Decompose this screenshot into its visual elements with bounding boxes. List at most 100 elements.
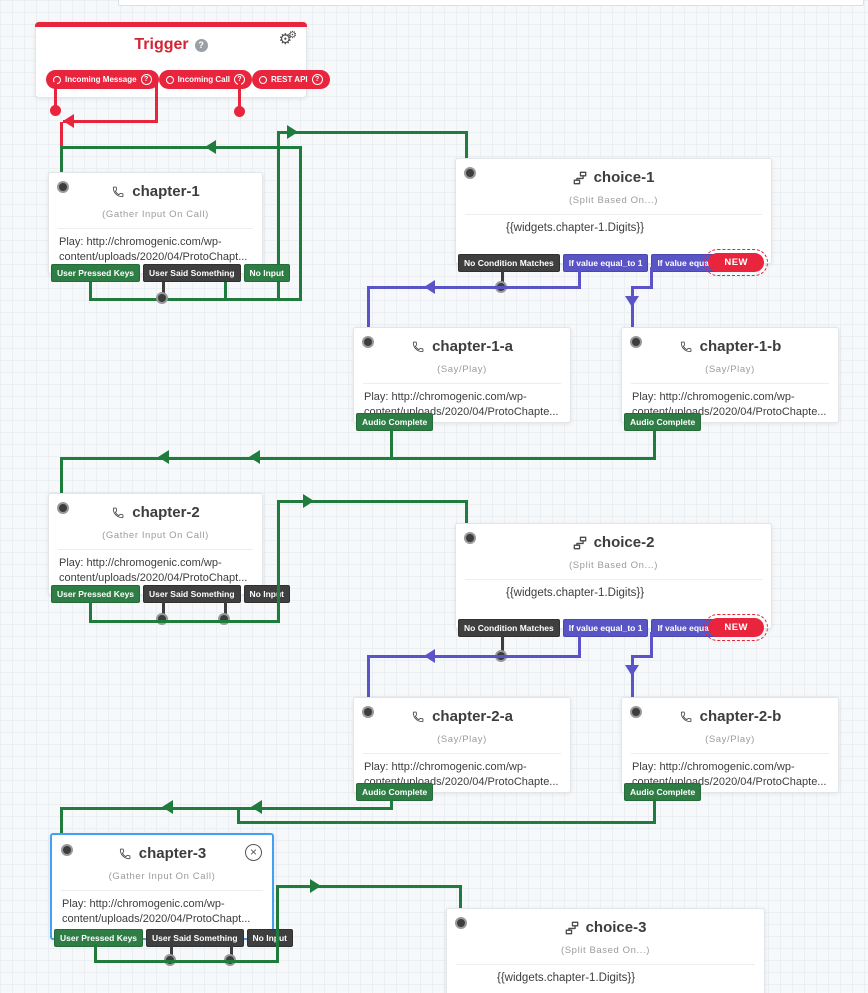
divider xyxy=(456,964,755,965)
help-icon[interactable]: ? xyxy=(194,38,208,52)
arrowhead xyxy=(158,450,169,464)
incoming-message-endpoint[interactable] xyxy=(50,105,61,116)
widget-body-line: {{widgets.chapter-1.Digits}} xyxy=(497,972,636,984)
help-icon[interactable]: ? xyxy=(311,74,323,85)
connector-chapter1b-audio-complete xyxy=(653,429,656,458)
connector-chapter3-no-input-stub xyxy=(230,944,233,957)
divider xyxy=(363,383,561,384)
transition-audio-complete[interactable]: Audio Complete xyxy=(624,782,702,801)
transition-no-input[interactable]: No Input xyxy=(243,584,290,603)
connector-choice2-eq1 xyxy=(367,655,370,699)
connector-to-chapter3 xyxy=(61,807,393,810)
widget-subtitle: (Say/Play) xyxy=(705,364,755,375)
widget-chapter-2-b[interactable]: chapter-2-b (Say/Play) Play: http://chro… xyxy=(621,697,839,801)
transition-if-value-equal-to-1[interactable]: If value equal_to 1 xyxy=(562,618,649,637)
new-transition-button[interactable]: NEW xyxy=(708,617,764,637)
transition-user-said-something[interactable]: User Said Something xyxy=(146,928,244,947)
split-icon xyxy=(573,536,586,549)
phone-icon xyxy=(680,341,692,352)
arrowhead xyxy=(205,140,216,154)
connector-chapter2-pressed-keys xyxy=(89,602,92,622)
transition-user-pressed-keys[interactable]: User Pressed Keys xyxy=(51,584,141,603)
transition-if-value-equal-to-1[interactable]: If value equal_to 1 xyxy=(562,253,649,272)
transition-audio-complete[interactable]: Audio Complete xyxy=(356,782,434,801)
widget-chapter-3[interactable]: × chapter-3 (Gather Input On Call) Play:… xyxy=(50,833,293,947)
transition-user-said-something[interactable]: User Said Something xyxy=(143,584,241,603)
arrowhead xyxy=(162,800,173,814)
widget-body-line: {{widgets.chapter-1.Digits}} xyxy=(506,222,645,234)
split-icon xyxy=(565,921,578,934)
connector-chapter3-said-something-stub xyxy=(170,944,173,957)
transition-audio-complete[interactable]: Audio Complete xyxy=(356,412,434,431)
chapter2-no-input-endpoint[interactable] xyxy=(218,613,230,625)
transition-no-condition-matches[interactable]: No Condition Matches xyxy=(458,253,560,272)
widget-subtitle: (Say/Play) xyxy=(705,734,755,745)
connector-choice1-no-condition-stub xyxy=(501,267,504,284)
input-port[interactable] xyxy=(464,532,476,544)
widget-chapter-2[interactable]: chapter-2 (Gather Input On Call) Play: h… xyxy=(48,493,290,603)
connector-incoming-call xyxy=(60,122,63,150)
connector-chapter2b-audio-complete xyxy=(653,799,656,823)
connector-to-chapter2 xyxy=(61,457,656,460)
input-port[interactable] xyxy=(630,336,642,348)
input-port[interactable] xyxy=(57,181,69,193)
input-port[interactable] xyxy=(362,706,374,718)
connector-chapter2-to-choice2 xyxy=(277,500,468,503)
transition-no-input[interactable]: No Input xyxy=(246,928,293,947)
trigger-rest-api-pill[interactable]: REST API ? xyxy=(252,70,330,89)
widget-chapter-1-b[interactable]: chapter-1-b (Say/Play) Play: http://chro… xyxy=(621,327,839,431)
connector-into-choice2 xyxy=(465,500,468,537)
widget-subtitle: (Say/Play) xyxy=(437,364,487,375)
input-port[interactable] xyxy=(630,706,642,718)
rest-api-endpoint[interactable] xyxy=(234,106,245,117)
chapter2-said-something-endpoint[interactable] xyxy=(156,613,168,625)
transition-no-input[interactable]: No Input xyxy=(243,263,290,282)
trigger-widget[interactable]: ⚙⚙ Trigger ? Incoming Message ? Incoming… xyxy=(35,22,330,98)
new-transition-selection: NEW xyxy=(704,613,768,641)
widget-body-line: content/uploads/2020/04/ProtoChapt... xyxy=(59,250,248,263)
connector-chapter2-no-input-stub xyxy=(224,602,227,616)
connector-chapter2b-audio-complete xyxy=(237,807,240,823)
widget-chapter-1-a[interactable]: chapter-1-a (Say/Play) Play: http://chro… xyxy=(353,327,571,431)
trigger-incoming-message-pill[interactable]: Incoming Message ? xyxy=(46,70,159,89)
divider xyxy=(58,549,253,550)
transition-user-said-something[interactable]: User Said Something xyxy=(143,263,241,282)
phone-icon xyxy=(113,507,124,518)
widget-title: chapter-2-a xyxy=(432,708,513,725)
divider xyxy=(465,579,762,580)
widget-choice-1[interactable]: choice-1 (Split Based On...) {{widgets.c… xyxy=(455,158,772,276)
widget-choice-2[interactable]: choice-2 (Split Based On...) {{widgets.c… xyxy=(455,523,772,641)
input-port[interactable] xyxy=(464,167,476,179)
close-icon[interactable]: × xyxy=(245,844,262,861)
connector-chapter2b-audio-complete xyxy=(237,821,656,824)
input-port[interactable] xyxy=(61,844,73,856)
arrowhead xyxy=(287,125,298,139)
widget-subtitle: (Gather Input On Call) xyxy=(108,871,216,882)
input-port[interactable] xyxy=(455,917,467,929)
widget-chapter-2-a[interactable]: chapter-2-a (Say/Play) Play: http://chro… xyxy=(353,697,571,801)
widget-choice-3[interactable]: choice-3 (Split Based On...) {{widgets.c… xyxy=(446,908,765,993)
widget-title: choice-3 xyxy=(585,919,647,936)
help-icon[interactable]: ? xyxy=(140,74,152,85)
input-port[interactable] xyxy=(57,502,69,514)
transition-audio-complete[interactable]: Audio Complete xyxy=(624,412,702,431)
flow-settings-gear-icon[interactable]: ⚙⚙ xyxy=(278,30,297,48)
input-port[interactable] xyxy=(362,336,374,348)
transition-no-condition-matches[interactable]: No Condition Matches xyxy=(458,618,560,637)
offscreen-widget-edge xyxy=(118,0,864,6)
new-transition-button[interactable]: NEW xyxy=(708,252,764,272)
arrowhead xyxy=(625,665,639,676)
transition-user-pressed-keys[interactable]: User Pressed Keys xyxy=(54,928,144,947)
widget-body-line: Play: http://chromogenic.com/wp- xyxy=(632,761,795,773)
chapter1-said-something-endpoint[interactable] xyxy=(156,292,168,304)
widget-subtitle: (Split Based On...) xyxy=(568,195,658,206)
connector-into-chapter1 xyxy=(60,146,63,180)
transition-user-pressed-keys[interactable]: User Pressed Keys xyxy=(51,263,141,282)
connector-into-chapter2 xyxy=(60,457,63,495)
widget-chapter-1[interactable]: chapter-1 (Gather Input On Call) Play: h… xyxy=(48,172,290,282)
connector-chapter2a-audio-complete xyxy=(390,799,393,809)
widget-title: chapter-3 xyxy=(138,845,207,862)
widget-body-line: Play: http://chromogenic.com/wp- xyxy=(364,761,527,773)
phone-icon xyxy=(412,341,424,352)
